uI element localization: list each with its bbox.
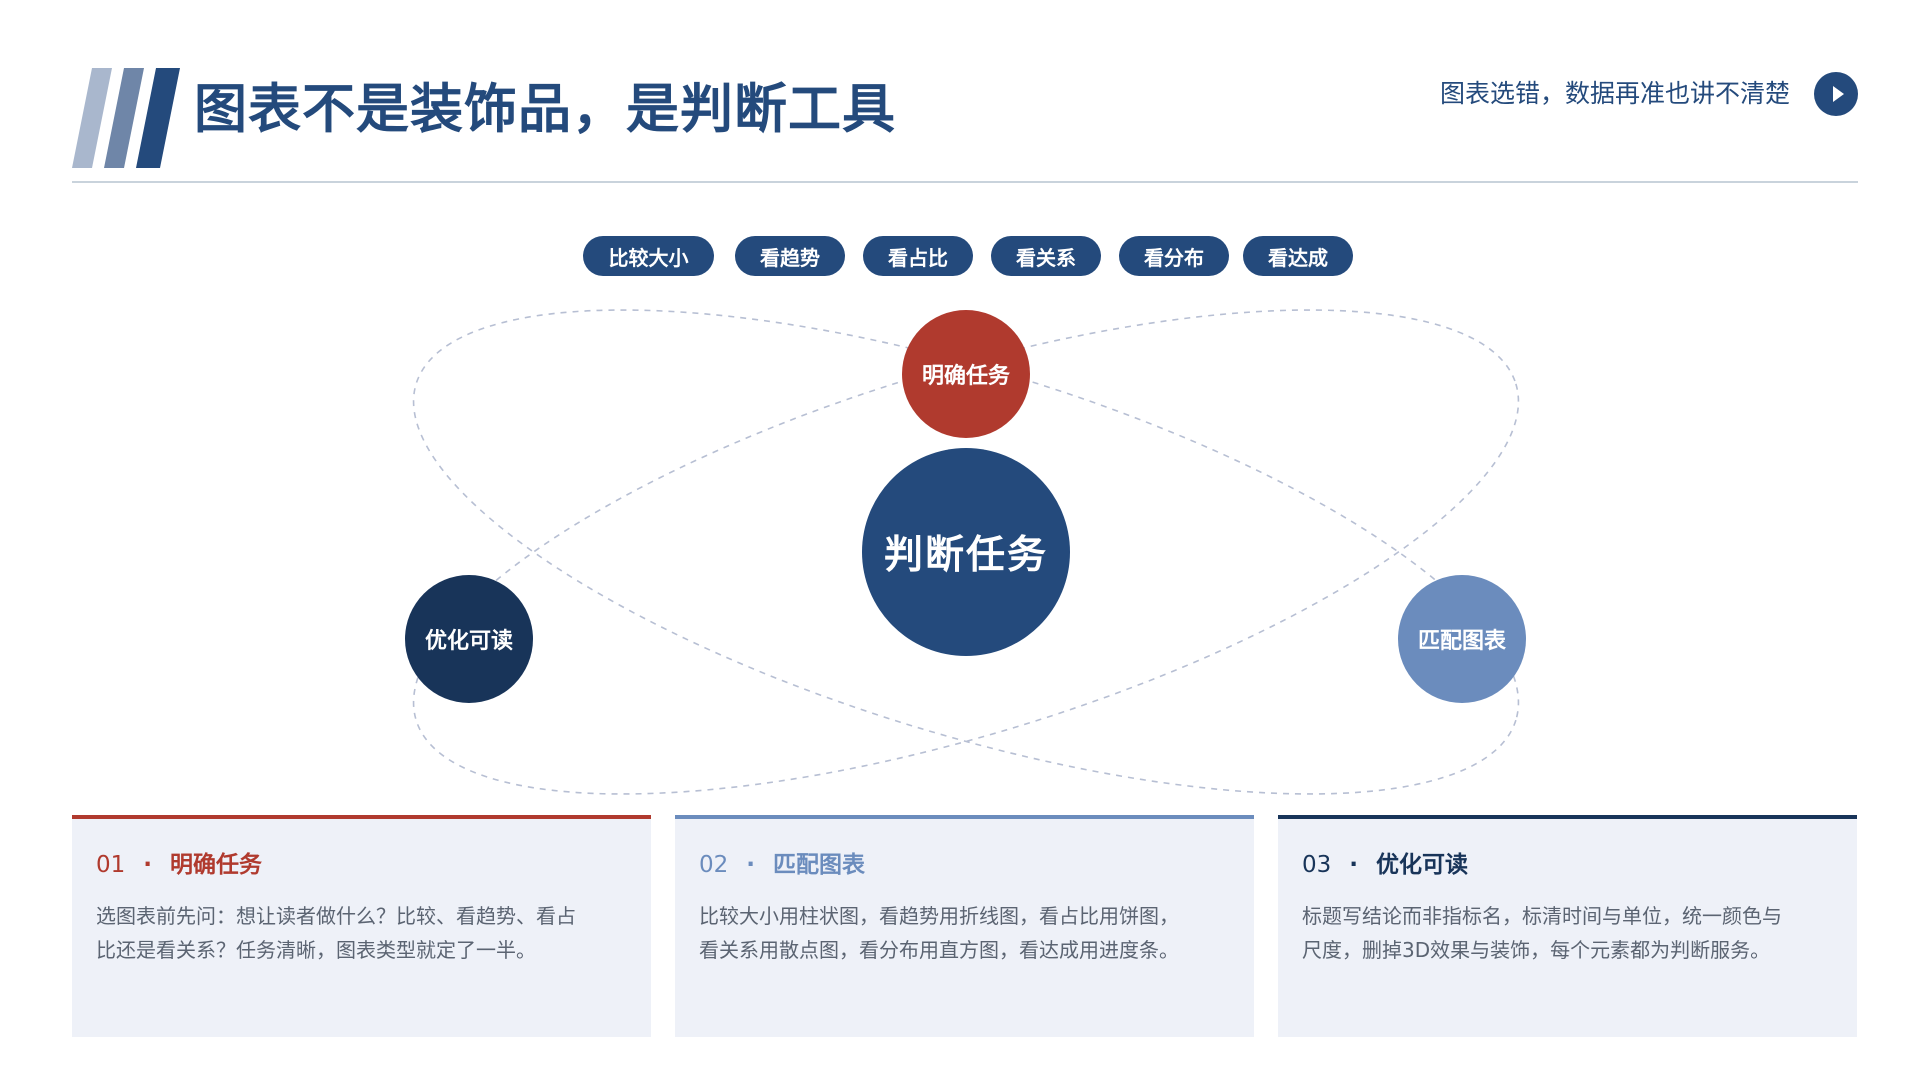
card-optimize-readability: 03 · 优化可读 标题写结论而非指标名，标清时间与单位，统一颜色与 尺度，删掉…: [1278, 815, 1857, 1037]
card-body-line: 选图表前先问：想让读者做什么？比较、看趋势、看占: [96, 904, 576, 928]
node-judgment-task: 判断任务: [862, 448, 1070, 656]
card-number: 01: [96, 852, 126, 878]
card-body: 标题写结论而非指标名，标清时间与单位，统一颜色与 尺度，删掉3D效果与装饰，每个…: [1302, 899, 1835, 967]
card-match-chart: 02 · 匹配图表 比较大小用柱状图，看趋势用折线图，看占比用饼图， 看关系用散…: [675, 815, 1254, 1037]
play-icon: [1832, 86, 1844, 102]
page-subtitle: 图表选错，数据再准也讲不清楚: [1439, 79, 1790, 108]
card-heading: 02 · 匹配图表: [699, 849, 1232, 881]
card-separator-dot: ·: [1349, 852, 1359, 878]
card-separator-dot: ·: [746, 852, 756, 878]
node-optimize-readability: 优化可读: [405, 575, 533, 703]
card-body-line: 比还是看关系？任务清晰，图表类型就定了一半。: [96, 938, 536, 962]
card-body: 选图表前先问：想让读者做什么？比较、看趋势、看占 比还是看关系？任务清晰，图表类…: [96, 899, 629, 967]
orbit-ellipse-2: [412, 309, 1520, 795]
pill-distribution[interactable]: 看分布: [1119, 236, 1229, 276]
pill-share[interactable]: 看占比: [863, 236, 973, 276]
pill-compare-size[interactable]: 比较大小: [583, 236, 714, 276]
card-body-line: 看关系用散点图，看分布用直方图，看达成用进度条。: [699, 938, 1179, 962]
card-title: 优化可读: [1376, 852, 1469, 878]
play-button[interactable]: [1814, 72, 1858, 116]
pill-relation[interactable]: 看关系: [991, 236, 1101, 276]
stripe-dark: [136, 68, 180, 168]
orbit-ellipse-1: [412, 309, 1520, 795]
card-title: 明确任务: [170, 852, 263, 878]
card-body-line: 尺度，删掉3D效果与装饰，每个元素都为判断服务。: [1302, 938, 1771, 962]
card-heading: 01 · 明确任务: [96, 849, 629, 881]
node-match-chart: 匹配图表: [1398, 575, 1526, 703]
task-pill-row: 比较大小 看趋势 看占比 看关系 看分布 看达成: [583, 236, 1353, 276]
card-define-task: 01 · 明确任务 选图表前先问：想让读者做什么？比较、看趋势、看占 比还是看关…: [72, 815, 651, 1037]
card-body: 比较大小用柱状图，看趋势用折线图，看占比用饼图， 看关系用散点图，看分布用直方图…: [699, 899, 1232, 967]
stripe-mid: [104, 68, 144, 168]
stripe-light: [72, 68, 112, 168]
node-define-task: 明确任务: [902, 310, 1030, 438]
page-title: 图表不是装饰品，是判断工具: [194, 79, 896, 140]
card-body-line: 标题写结论而非指标名，标清时间与单位，统一颜色与: [1302, 904, 1782, 928]
card-body-line: 比较大小用柱状图，看趋势用折线图，看占比用饼图，: [699, 904, 1179, 928]
card-separator-dot: ·: [143, 852, 153, 878]
pill-achievement[interactable]: 看达成: [1243, 236, 1353, 276]
pill-trend[interactable]: 看趋势: [735, 236, 845, 276]
card-heading: 03 · 优化可读: [1302, 849, 1835, 881]
card-number: 03: [1302, 852, 1332, 878]
card-number: 02: [699, 852, 729, 878]
header-stripes-decoration: [72, 68, 180, 168]
header-divider: [72, 181, 1858, 183]
card-title: 匹配图表: [773, 852, 866, 878]
